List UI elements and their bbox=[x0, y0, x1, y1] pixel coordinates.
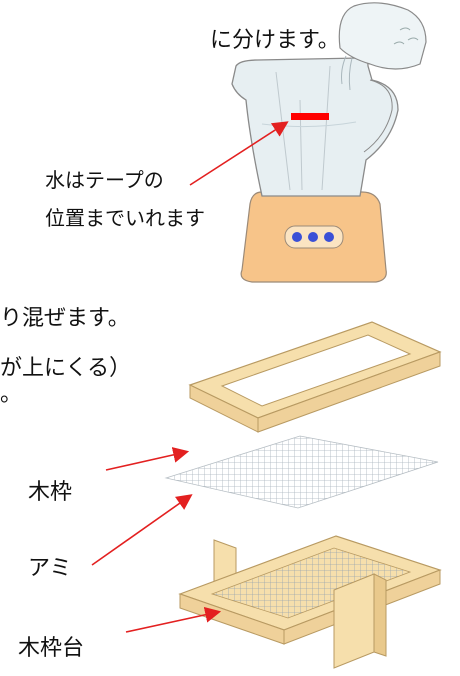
label-mesh: アミ bbox=[28, 556, 72, 581]
mesh-screen bbox=[164, 435, 439, 509]
label-wooden-frame: 木枠 bbox=[28, 480, 73, 505]
blender-buttons bbox=[284, 225, 344, 249]
wooden-frame-base bbox=[178, 535, 442, 669]
instruction-text-4: 。 bbox=[0, 382, 23, 407]
blender-jar bbox=[231, 57, 399, 197]
frame-illustration bbox=[164, 321, 442, 669]
callout-water-line1: 水はテープの bbox=[45, 168, 164, 192]
wooden-frame bbox=[188, 321, 442, 433]
tape-marker bbox=[291, 113, 329, 120]
callout-water-line2: 位置までいれます bbox=[45, 206, 205, 230]
arrow-frame bbox=[105, 447, 190, 471]
instruction-text-2: り混ぜます。 bbox=[0, 306, 130, 331]
label-wooden-frame-base: 木枠台 bbox=[18, 636, 85, 661]
arrow-base bbox=[125, 606, 222, 633]
instruction-text-3: が上にくる） bbox=[0, 356, 132, 381]
arrow-mesh bbox=[91, 494, 193, 566]
arrow-water-tape bbox=[189, 121, 289, 186]
instruction-text-1: に分けます。 bbox=[210, 28, 340, 53]
blender-illustration bbox=[231, 2, 427, 283]
measuring-cup bbox=[338, 2, 427, 91]
